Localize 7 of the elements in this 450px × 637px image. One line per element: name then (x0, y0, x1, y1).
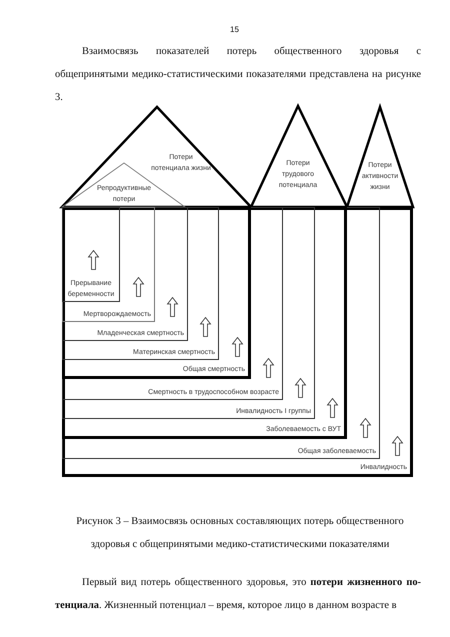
page-number: 15 (230, 25, 239, 34)
roof-triangle (62, 107, 251, 207)
roof-triangle (251, 106, 347, 207)
paragraph: Первый вид потерь общественного здоровья, это потери жизненного по-тенциала. Жизненный потенциал – время, которое лицо в данном возрасте в (55, 576, 421, 613)
nested-frame (62, 207, 120, 302)
paragraph: Взаимосвязь показателей потерь общественного здоровья с общепринятыми медико-статистическими показателями представлена на рисунке 3. (55, 45, 421, 105)
figure-caption: Рисунок 3 – Взаимосвязь основных составляющих потерь общественного здоровья с общепринятыми медико-статистическими показателями (75, 515, 405, 552)
